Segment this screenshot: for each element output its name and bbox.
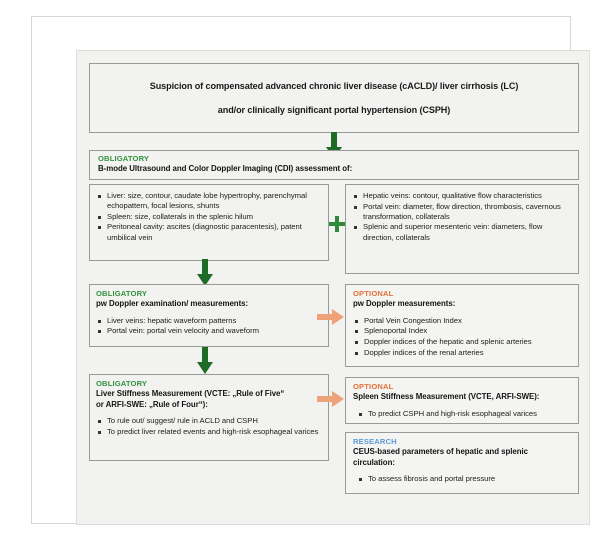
list-item: Hepatic veins: contour, qualitative flow… [352,191,571,201]
list-item: To assess fibrosis and portal pressure [353,474,570,484]
pw-doppler-obligatory-box: OBLIGATORY pw Doppler examination/ measu… [89,284,329,347]
arrow-shaft [202,259,208,276]
arrow-head [197,274,213,286]
spleen-stiffness-box: OPTIONAL Spleen Stiffness Measurement (V… [345,377,579,424]
pw-doppler-optional-list: Portal Vein Congestion Index Splenoporta… [353,316,570,358]
pw-doppler-optional-headline: pw Doppler measurements: [353,299,456,309]
arrow-head [197,362,213,374]
liver-stiffness-list: To rule out/ suggest/ rule in ACLD and C… [96,416,321,437]
list-item: To rule out/ suggest/ rule in ACLD and C… [96,416,321,426]
liver-stiffness-headline-2: or ARFI-SWE: „Rule of Four“): [96,399,208,409]
arrow-down-icon-ultrasound-to-pwdoppler [195,259,215,287]
spleen-stiffness-headline: Spleen Stiffness Measurement (VCTE, ARFI… [353,392,540,402]
tag-optional-ssm: OPTIONAL [353,382,394,391]
list-item: Portal Vein Congestion Index [353,316,570,326]
list-item: Splenic and superior mesenteric vein: di… [352,222,571,242]
list-item: Liver veins: hepatic waveform patterns [96,316,321,326]
tag-optional-pwdoppler: OPTIONAL [353,289,394,298]
list-item: Liver: size, contour, caudate lobe hyper… [96,191,321,211]
ultrasound-right-list: Hepatic veins: contour, qualitative flow… [352,191,571,243]
ultrasound-header-box: OBLIGATORY B-mode Ultrasound and Color D… [89,150,579,180]
arrow-head [332,309,344,325]
arrow-shaft [202,347,208,364]
title-line-1: Suspicion of compensated advanced chroni… [149,81,519,92]
ultrasound-left-panel: Liver: size, contour, caudate lobe hyper… [89,184,329,261]
research-ceus-headline-2: circulation: [353,457,395,467]
ultrasound-right-panel: Hepatic veins: contour, qualitative flow… [345,184,579,274]
arrow-right-icon-pwdoppler-optional [317,309,345,325]
list-item: To predict liver related events and high… [96,427,321,437]
arrow-shaft [331,132,337,149]
plus-icon [329,216,345,232]
tag-research-ceus: RESEARCH [353,437,397,446]
tag-obligatory-ultrasound: OBLIGATORY [98,154,150,163]
list-item: Doppler indices of the hepatic and splen… [353,337,570,347]
research-ceus-box: RESEARCH CEUS-based parameters of hepati… [345,432,579,494]
arrow-shaft [317,396,334,402]
arrow-right-icon-lsm-to-ssm [317,391,345,407]
list-item: Peritoneal cavity: ascites (diagnostic p… [96,222,321,242]
arrow-head [332,391,344,407]
pw-doppler-obligatory-list: Liver veins: hepatic waveform patterns P… [96,316,321,337]
list-item: Portal vein: diameter, flow direction, t… [352,202,571,222]
pw-doppler-optional-box: OPTIONAL pw Doppler measurements: Portal… [345,284,579,367]
research-ceus-headline-1: CEUS-based parameters of hepatic and spl… [353,447,528,457]
title-box: Suspicion of compensated advanced chroni… [89,63,579,133]
ultrasound-headline: B-mode Ultrasound and Color Doppler Imag… [98,164,353,174]
list-item: Splenoportal Index [353,326,570,336]
spleen-stiffness-list: To predict CSPH and high-risk esophageal… [353,409,570,419]
diagram-canvas: Suspicion of compensated advanced chroni… [76,50,590,525]
tag-obligatory-pwdoppler: OBLIGATORY [96,289,148,298]
pw-doppler-obligatory-headline: pw Doppler examination/ measurements: [96,299,249,309]
ultrasound-left-list: Liver: size, contour, caudate lobe hyper… [96,191,321,243]
page-frame: Suspicion of compensated advanced chroni… [31,16,590,525]
list-item: To predict CSPH and high-risk esophageal… [353,409,570,419]
arrow-down-icon-pwdoppler-to-lsm [195,347,215,375]
arrow-shaft [317,314,334,320]
list-item: Spleen: size, collaterals in the splenic… [96,212,321,222]
list-item: Doppler indices of the renal arteries [353,348,570,358]
title-line-2: and/or clinically significant portal hyp… [217,104,451,115]
tag-obligatory-lsm: OBLIGATORY [96,379,148,388]
research-ceus-list: To assess fibrosis and portal pressure [353,474,570,484]
list-item: Portal vein: portal vein velocity and wa… [96,326,321,336]
liver-stiffness-headline-1: Liver Stiffness Measurement (VCTE: „Rule… [96,389,285,399]
liver-stiffness-box: OBLIGATORY Liver Stiffness Measurement (… [89,374,329,461]
